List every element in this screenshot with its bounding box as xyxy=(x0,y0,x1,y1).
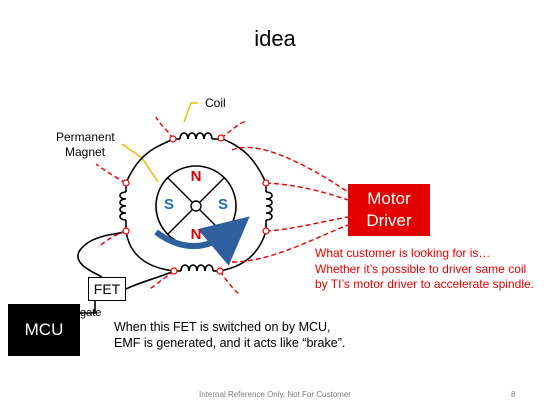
fet-brake-note: When this FET is switched on by MCU, EMF… xyxy=(114,319,354,351)
pole-bottom: N xyxy=(190,226,202,243)
fet-box: FET xyxy=(88,277,126,301)
slide-title: idea xyxy=(254,26,296,51)
coil-left xyxy=(119,184,127,230)
coil-top xyxy=(172,132,220,140)
motor-driver-box: Motor Driver xyxy=(348,184,430,236)
coil-bottom xyxy=(174,264,220,272)
customer-request-note: What customer is looking for is… Whether… xyxy=(315,246,547,293)
note-red-line2: Whether it’s possible to driver same coi… xyxy=(315,261,527,276)
note-black-line1: When this FET is switched on by MCU, xyxy=(114,320,331,334)
motor-driver-line1: Motor xyxy=(367,189,411,208)
rotation-arrow xyxy=(154,216,250,266)
motor-driver-line2: Driver xyxy=(366,211,412,230)
coil-callout-line xyxy=(183,102,198,123)
pole-top: N xyxy=(190,168,202,185)
coil-right xyxy=(265,184,273,230)
pole-right: S xyxy=(217,196,228,213)
terminal-dots xyxy=(122,134,270,275)
magnet-label-line1: Permanent xyxy=(56,130,115,144)
note-red-line3: by TI’s motor driver to accelerate spind… xyxy=(315,277,534,291)
gate-label: gate xyxy=(80,307,102,319)
note-red-line1: What customer is looking for is… xyxy=(315,246,491,260)
note-black-line2: EMF is generated, and it acts like “brak… xyxy=(114,336,346,350)
magnet-label: Permanent Magnet xyxy=(56,130,115,160)
page-number: 8 xyxy=(511,390,516,399)
mcu-box: MCU xyxy=(8,304,80,356)
coil-label: Coil xyxy=(205,96,226,110)
pole-left: S xyxy=(163,196,174,213)
magnet-label-line2: Magnet xyxy=(65,145,106,159)
footer-disclaimer: Internal Reference Only, Not For Custome… xyxy=(199,390,351,399)
